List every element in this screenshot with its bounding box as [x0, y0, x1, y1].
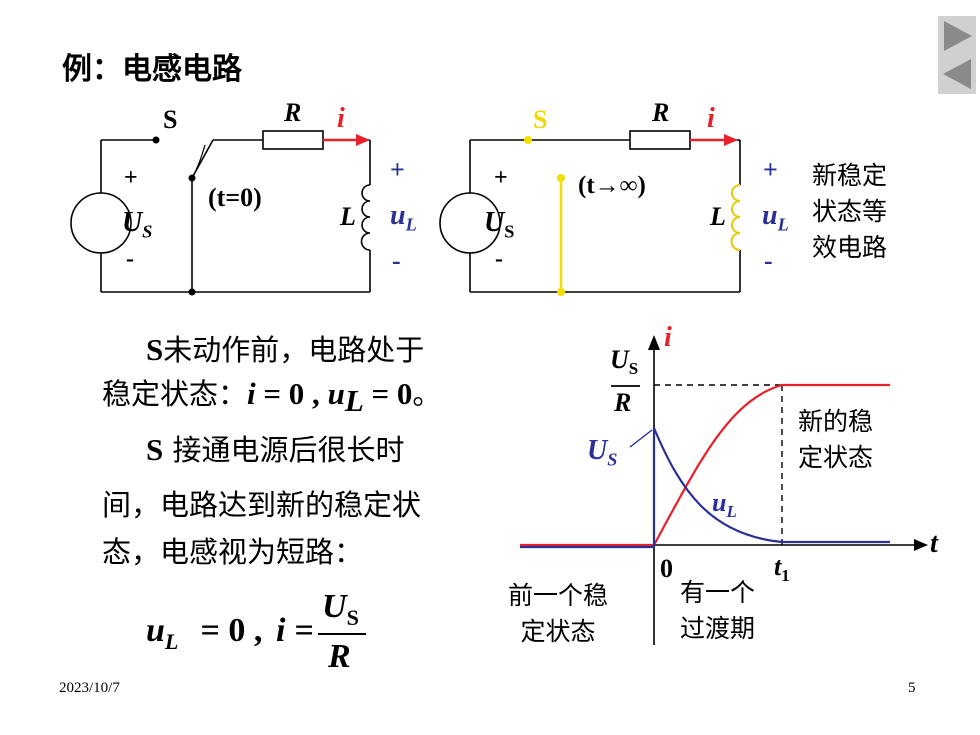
triangle-left-icon	[943, 59, 971, 89]
graph-y-tick-den: R	[614, 388, 632, 417]
graph-new-state: 新的稳 定状态	[798, 407, 874, 472]
c1-inductor-label: L	[340, 202, 356, 231]
graph-y-axis-label: i	[664, 322, 672, 353]
text-p1-line1: S未动作前，电路处于	[146, 332, 425, 367]
text-p2-line3: 态，电感视为短路：	[102, 535, 364, 569]
c1-plus: +	[124, 165, 138, 191]
voltage-curve	[520, 427, 890, 549]
c2-inductor-label: L	[710, 202, 726, 231]
c2-uL-plus: +	[763, 155, 778, 184]
slide-title: 例：电感电路	[62, 52, 242, 87]
graph-us-label: US	[587, 435, 618, 470]
text-p1-line2: 稳定状态：i = 0 , uL = 0。	[102, 376, 442, 418]
c1-minus: -	[126, 246, 134, 272]
voltage-source-2	[439, 192, 501, 254]
c2-source-label: US	[484, 207, 515, 242]
c1-uL-plus: +	[390, 155, 405, 184]
triangle-right-icon	[944, 21, 972, 51]
c2-current-label: i	[707, 103, 715, 134]
c2-time-label: (t→∞)	[578, 172, 646, 199]
text-p2-line1: S 接通电源后很长时	[146, 432, 405, 467]
voltage-source-1	[70, 192, 132, 254]
c2-minus: -	[495, 246, 503, 272]
graph-prev-state: 前一个稳 定状态	[508, 581, 609, 646]
c1-resistor-label: R	[284, 98, 302, 127]
c2-note: 新稳定 状态等 效电路	[812, 161, 888, 262]
c2-switch-label: S	[533, 105, 548, 134]
text-p2-line2: 间，电路达到新的稳定状	[102, 488, 422, 522]
graph-y-tick-num: US	[610, 345, 639, 379]
c1-uL-label: uL	[390, 200, 417, 235]
graph-t1-label: t1	[774, 552, 790, 586]
c2-uL-label: uL	[762, 200, 789, 235]
slide-date: 2023/10/7	[59, 680, 120, 696]
c1-source-label: US	[122, 207, 153, 242]
prev-slide-button[interactable]	[938, 54, 976, 94]
next-slide-button[interactable]	[938, 16, 976, 56]
c2-resistor-label: R	[652, 98, 670, 127]
c2-uL-minus: -	[764, 246, 773, 275]
c1-uL-minus: -	[392, 246, 401, 275]
c1-switch-label: S	[163, 105, 178, 134]
current-curve	[520, 383, 890, 547]
page-number: 5	[908, 680, 916, 696]
graph-origin-label: 0	[660, 554, 673, 583]
c1-current-label: i	[337, 103, 345, 134]
graph-uL-label: uL	[712, 488, 737, 522]
current-arrow-icon	[356, 134, 370, 146]
c2-plus: +	[494, 165, 508, 191]
x-axis-arrow-icon	[914, 539, 928, 551]
c1-time-label: (t=0)	[208, 183, 262, 212]
graph-transition: 有一个 过渡期	[680, 578, 756, 643]
graph-x-axis-label: t	[930, 528, 938, 559]
y-axis-arrow-icon	[648, 335, 660, 350]
current-arrow-icon	[724, 134, 738, 146]
